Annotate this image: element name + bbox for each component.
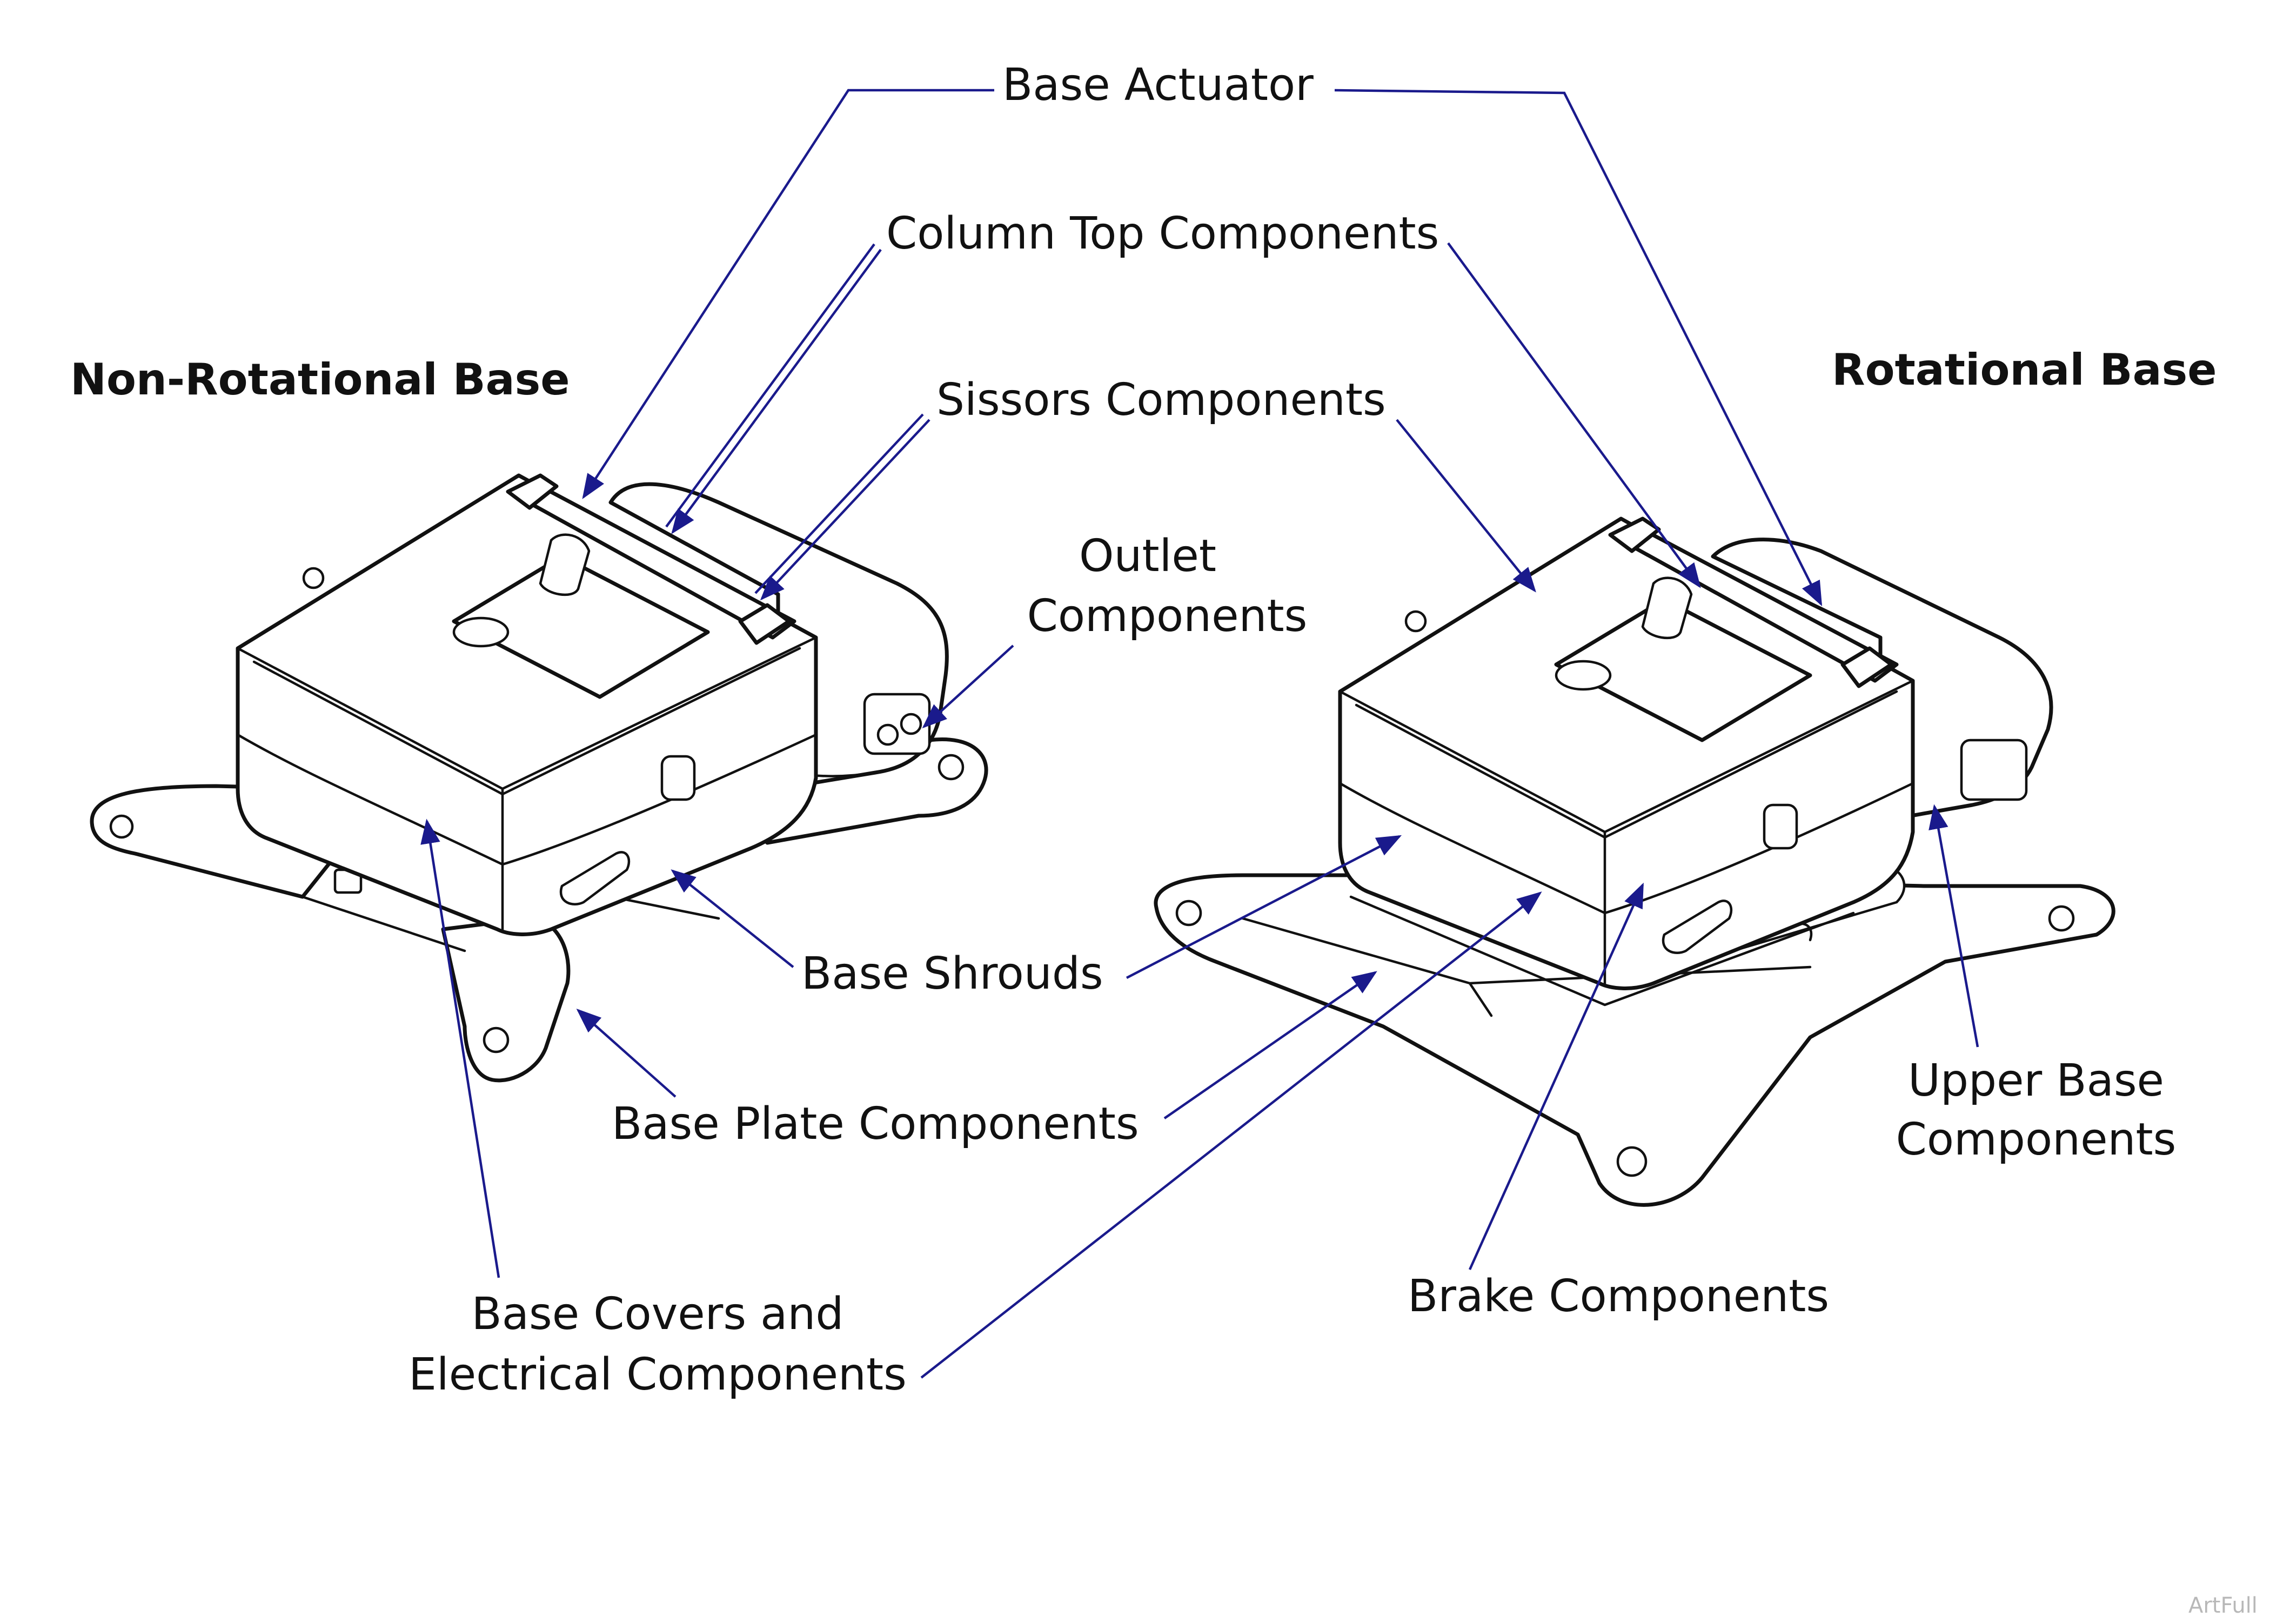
label-upper-base-line2: Components (1896, 1114, 2177, 1165)
left-main-box (236, 473, 818, 936)
label-base-actuator: Base Actuator (1002, 59, 1314, 111)
leader-base-plate-right (1163, 971, 1377, 1119)
leader-base-covers-right (920, 891, 1542, 1379)
right-main-box (1338, 516, 1915, 1006)
leader-lines (420, 89, 1979, 1379)
leader-column-top-right (1447, 242, 1701, 588)
label-column-top: Column Top Components (886, 208, 1439, 259)
leader-base-actuator-left (582, 89, 994, 499)
label-base-shrouds: Base Shrouds (801, 948, 1103, 999)
leader-base-shrouds-right (1126, 835, 1402, 979)
leader-base-plate-left (576, 1008, 677, 1098)
label-base-plate: Base Plate Components (612, 1098, 1139, 1150)
leader-sissors-left (760, 419, 930, 601)
label-base-covers-line2: Electrical Components (409, 1349, 907, 1400)
leader-sissors-left-2 (754, 413, 924, 594)
labels: Non-Rotational Base Rotational Base Base… (70, 59, 2258, 1618)
label-sissors: Sissors Components (936, 374, 1386, 426)
leader-column-top-left (671, 249, 882, 534)
rotational-base-illustration (1154, 516, 2115, 1207)
label-outlet-line1: Outlet (1079, 531, 1216, 582)
leader-upper-base (1929, 804, 1979, 1048)
leader-brake (1468, 882, 1644, 1270)
label-base-covers-line1: Base Covers and (472, 1289, 844, 1340)
leader-sissors-right (1396, 419, 1536, 593)
leader-column-top-left-2 (665, 243, 875, 528)
label-upper-base-line1: Upper Base (1908, 1055, 2164, 1106)
leader-base-covers-left (420, 818, 500, 1278)
heading-rotational: Rotational Base (1832, 345, 2217, 395)
non-rotational-base-illustration (90, 473, 988, 1083)
label-brake: Brake Components (1408, 1271, 1829, 1322)
leader-base-shrouds-left (671, 869, 794, 968)
heading-non-rotational: Non-Rotational Base (70, 354, 570, 405)
leader-base-actuator-right (1334, 89, 1823, 607)
leader-outlet (922, 645, 1014, 729)
watermark-text: ArtFull (2188, 1593, 2258, 1618)
label-outlet-line2: Components (1027, 590, 1308, 642)
